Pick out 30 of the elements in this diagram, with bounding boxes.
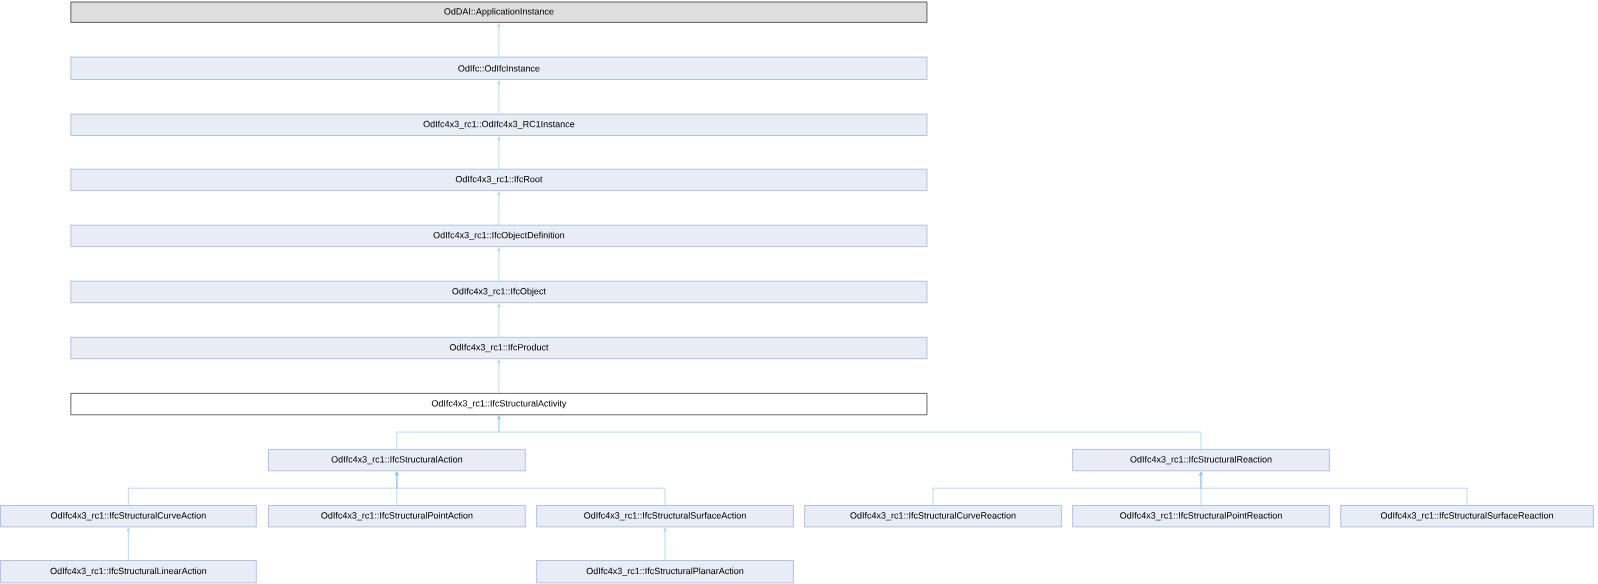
class-box: OdIfc4x3_rc1::IfcObjectDefinition bbox=[70, 224, 928, 247]
inheritance-arrow bbox=[497, 23, 501, 58]
class-box: OdIfc4x3_rc1::IfcStructuralCurveAction bbox=[0, 505, 257, 528]
class-box: OdIfc::OdIfcInstance bbox=[70, 56, 928, 80]
class-box: OdDAI::ApplicationInstance bbox=[70, 1, 928, 23]
class-box: OdIfc4x3_rc1::IfcStructuralLinearAction bbox=[0, 560, 257, 584]
class-box: OdIfc4x3_rc1::IfcStructuralPlanarAction bbox=[536, 560, 794, 584]
inheritance-arrow bbox=[497, 415, 1202, 450]
class-box: OdIfc4x3_rc1::IfcStructuralPointAction bbox=[268, 505, 526, 528]
class-box: OdIfc4x3_rc1::IfcStructuralPointReaction bbox=[1072, 505, 1330, 528]
class-box: OdIfc4x3_rc1::IfcStructuralReaction bbox=[1072, 449, 1330, 472]
class-box: OdIfc4x3_rc1::OdIfc4x3_RC1Instance bbox=[70, 113, 928, 136]
class-box: OdIfc4x3_rc1::IfcStructuralSurfaceReaction bbox=[1340, 505, 1594, 528]
inheritance-arrow bbox=[395, 471, 666, 506]
class-box: OdIfc4x3_rc1::IfcStructuralCurveReaction bbox=[804, 505, 1062, 528]
class-box: OdIfc4x3_rc1::IfcRoot bbox=[70, 168, 928, 191]
inheritance-arrow bbox=[497, 80, 501, 115]
inheritance-arrow bbox=[497, 303, 501, 338]
class-box: OdIfc4x3_rc1::IfcProduct bbox=[70, 337, 928, 359]
inheritance-arrow bbox=[1199, 471, 1468, 506]
inheritance-arrow bbox=[663, 527, 667, 561]
class-box: OdIfc4x3_rc1::IfcStructuralAction bbox=[268, 449, 526, 472]
inheritance-arrow bbox=[126, 527, 130, 561]
inheritance-arrow bbox=[497, 136, 501, 170]
inheritance-arrow bbox=[497, 359, 501, 394]
class-box: OdIfc4x3_rc1::IfcObject bbox=[70, 281, 928, 303]
inheritance-arrow bbox=[497, 247, 501, 282]
class-box: OdIfc4x3_rc1::IfcStructuralActivity bbox=[70, 393, 928, 416]
class-box: OdIfc4x3_rc1::IfcStructuralSurfaceAction bbox=[536, 505, 794, 528]
inheritance-arrow bbox=[497, 191, 501, 226]
